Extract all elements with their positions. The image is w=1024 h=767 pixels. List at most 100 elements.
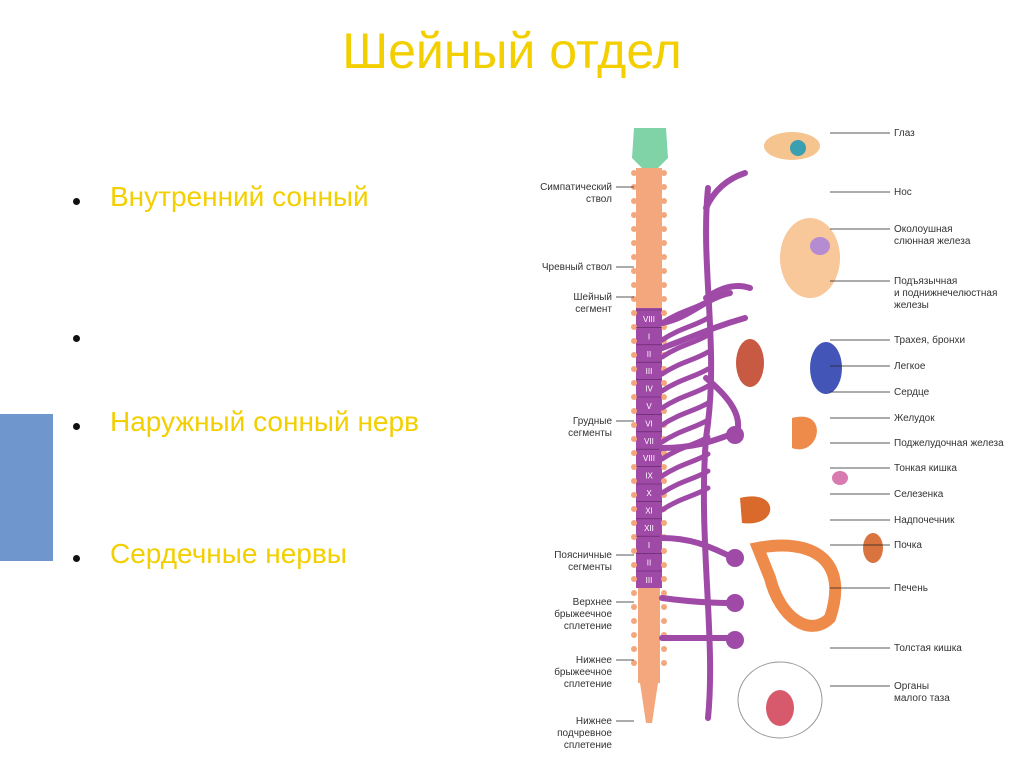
right-label-line: Печень <box>894 583 928 594</box>
right-label-line: Глаз <box>894 128 915 139</box>
left-label-line: сегмент <box>575 304 612 315</box>
right-label-line: Сердце <box>894 387 930 398</box>
left-label-line: сплетение <box>564 679 613 690</box>
right-label-line: Надпочечник <box>894 515 955 526</box>
right-label-line: Органы <box>894 681 929 692</box>
right-label: Глаз <box>894 128 915 139</box>
right-label: Трахея, бронхи <box>894 334 965 346</box>
right-label: Толстая кишка <box>894 643 962 654</box>
segment-label: II <box>647 559 651 568</box>
spinal-cord <box>631 128 668 723</box>
leader-lines <box>616 132 890 722</box>
left-label-line: брыжеечное <box>554 666 612 678</box>
right-label-line: Нос <box>894 187 912 198</box>
right-label: Желудок <box>894 413 935 424</box>
thoracic-nerves <box>659 298 711 513</box>
segment-label: I <box>648 541 650 550</box>
left-label-line: сплетение <box>564 740 613 751</box>
bullet-dot <box>73 335 80 342</box>
segment-label: V <box>646 402 652 411</box>
left-label-line: Нижнее <box>576 655 613 666</box>
segment-label: X <box>646 489 652 498</box>
bullet-dot <box>73 198 80 205</box>
bullet-dot <box>73 555 80 562</box>
right-label: Тонкая кишка <box>894 463 957 474</box>
right-label-line: Околоушная <box>894 224 953 235</box>
bullet-text: Внутренний сонный <box>110 181 369 212</box>
left-label-line: Грудные <box>573 416 613 427</box>
slide-title: Шейный отдел <box>342 23 682 79</box>
side-accent-bar <box>0 414 53 561</box>
segment-label: VIII <box>643 315 655 324</box>
left-label-line: Симпатический <box>540 182 612 193</box>
right-label: Печень <box>894 583 928 594</box>
bullet-item: Наружный сонный нерв <box>68 406 508 446</box>
left-label-line: Чревный ствол <box>542 262 612 273</box>
left-label-line: Нижнее <box>576 716 613 727</box>
right-label-line: и поднижнечелюстная <box>894 288 997 299</box>
left-label-line: Верхнее <box>573 597 613 608</box>
segment-label: VII <box>644 437 654 446</box>
segment-label: III <box>646 367 653 376</box>
right-label-line: Почка <box>894 540 922 551</box>
segment-label: III <box>646 576 653 585</box>
segment-label: I <box>648 332 650 341</box>
left-label-line: сегменты <box>568 562 612 573</box>
segment-label: II <box>647 350 651 359</box>
segment-label: IX <box>645 472 653 481</box>
bullet-item <box>68 318 508 358</box>
left-label-line: брыжеечное <box>554 608 612 620</box>
right-label-line: Подъязычная <box>894 276 957 287</box>
left-label-line: Поясничные <box>554 550 612 561</box>
right-label-line: Легкое <box>894 361 926 372</box>
left-label-line: сегменты <box>568 428 612 439</box>
left-label-line: сплетение <box>564 621 613 632</box>
right-label: Сердце <box>894 387 930 398</box>
left-label: Чревный ствол <box>542 262 612 273</box>
right-label: Поджелудочная железа <box>894 438 1004 449</box>
ganglia <box>726 426 744 649</box>
right-label-line: Селезенка <box>894 489 944 500</box>
right-label-line: слюнная железа <box>894 236 971 247</box>
right-label: Почка <box>894 540 922 551</box>
bullet-text: Сердечные нервы <box>110 538 347 569</box>
bullet-item: Сердечные нервы <box>68 538 508 578</box>
right-label: Легкое <box>894 361 926 372</box>
right-label-line: Толстая кишка <box>894 643 962 654</box>
right-label-line: Поджелудочная железа <box>894 438 1004 449</box>
right-label: Надпочечник <box>894 515 955 526</box>
right-label-line: Тонкая кишка <box>894 463 957 474</box>
segment-label: IV <box>645 385 653 394</box>
right-label: Селезенка <box>894 489 944 500</box>
segment-label: XI <box>645 506 653 515</box>
right-label-line: железы <box>894 300 929 311</box>
left-label-line: ствол <box>586 194 612 205</box>
segment-label: VIII <box>643 454 655 463</box>
right-label-line: Трахея, бронхи <box>894 334 965 346</box>
right-label: Нос <box>894 187 912 198</box>
organs <box>736 132 883 739</box>
left-label-line: подчревное <box>557 728 612 739</box>
bullet-text: Наружный сонный нерв <box>110 406 419 437</box>
segment-label: XII <box>644 524 654 533</box>
right-label-line: Желудок <box>894 413 935 424</box>
bullet-item: Внутренний сонный <box>68 181 508 221</box>
segment-label: VI <box>645 419 653 428</box>
bullet-dot <box>73 423 80 430</box>
right-label-line: малого таза <box>894 693 950 704</box>
left-label-line: Шейный <box>573 292 612 303</box>
